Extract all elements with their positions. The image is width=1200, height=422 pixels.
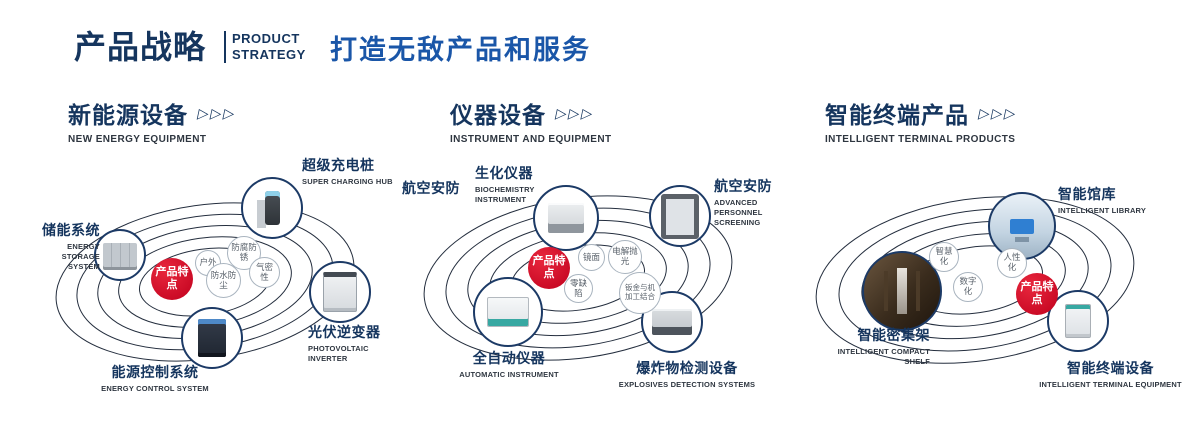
biochemistry-instrument-image: [533, 185, 599, 251]
page-title-en-line1: PRODUCT: [232, 31, 300, 46]
node-label-en: ENERGY CONTROL SYSTEM: [101, 384, 209, 393]
feature-bubble: 智慧化: [929, 242, 959, 272]
feature-bubble: 气密性: [249, 257, 280, 288]
feature-bubble: 钣金与机加工结合: [619, 272, 661, 314]
node-label-en: PHOTOVOLTAIC INVERTER: [308, 344, 369, 363]
feature-bubble: 数字化: [953, 272, 983, 302]
product-features-badge: 产品特点: [1016, 273, 1058, 315]
section-subtitle: INTELLIGENT TERMINAL PRODUCTS: [825, 134, 1016, 145]
new-energy-diagram: 储能系统 ENERGY STORAGE SYSTEM 超级充电桩 SUPER C…: [30, 150, 410, 422]
section-header-new-energy: 新能源设备 ▷▷▷ NEW ENERGY EQUIPMENT: [68, 96, 239, 145]
node-label-zh: 爆炸物检测设备: [636, 360, 738, 376]
section-header-instruments: 仪器设备 ▷▷▷ INSTRUMENT AND EQUIPMENT: [450, 96, 611, 145]
node-label-en: SUPER CHARGING HUB: [302, 177, 393, 186]
node-label-biochemistry: 生化仪器 BIOCHEMISTRY INSTRUMENT: [475, 163, 570, 205]
node-label-en: ENERGY STORAGE SYSTEM: [61, 242, 100, 271]
node-label-zh: 智能终端设备: [1067, 360, 1154, 376]
automatic-instrument-image: [473, 277, 543, 347]
node-label-super-charging-hub: 超级充电桩 SUPER CHARGING HUB: [302, 155, 407, 187]
node-label-zh: 智能馆库: [1058, 186, 1116, 202]
photovoltaic-inverter-image: [309, 261, 371, 323]
node-label-zh: 航空安防: [714, 178, 772, 194]
node-label-zh: 光伏逆变器: [308, 324, 381, 340]
node-label-personnel-screening: 航空安防 ADVANCED PERSONNEL SCREENING: [714, 176, 800, 227]
section-title: 仪器设备: [450, 102, 546, 128]
intelligent-library-image: [988, 192, 1056, 260]
energy-control-system-image: [181, 307, 243, 369]
node-label-intelligent-terminal: 智能终端设备 INTELLIGENT TERMINAL EQUIPMENT: [1028, 358, 1193, 390]
node-label-en: INTELLIGENT LIBRARY: [1058, 206, 1147, 215]
section-title: 智能终端产品: [825, 102, 969, 128]
node-label-zh: 智能密集架: [857, 327, 930, 343]
node-label-en: INTELLIGENT COMPACT SHELF: [837, 347, 930, 366]
personnel-screening-image: [649, 185, 711, 247]
feature-bubble: 镜面: [578, 244, 605, 271]
product-features-badge: 产品特点: [528, 247, 570, 289]
section-title: 新能源设备: [68, 102, 188, 128]
triple-arrow-icon: ▷▷▷: [196, 104, 239, 121]
page-title: 产品战略: [74, 29, 207, 65]
section-header-intelligent-terminal: 智能终端产品 ▷▷▷ INTELLIGENT TERMINAL PRODUCTS: [825, 96, 1020, 145]
page-title-en-line2: STRATEGY: [232, 46, 306, 62]
super-charging-hub-image: [241, 177, 303, 239]
node-label-automatic-instrument: 全自动仪器 AUTOMATIC INSTRUMENT: [450, 348, 568, 380]
feature-bubble: 防腐防锈: [227, 236, 261, 270]
feature-bubble: 人性化: [997, 248, 1027, 278]
tagline: 打造无敌产品和服务: [330, 35, 591, 65]
node-label-en: BIOCHEMISTRY INSTRUMENT: [475, 185, 535, 204]
node-label-zh: 航空安防: [402, 180, 460, 196]
node-label-energy-storage: 储能系统 ENERGY STORAGE SYSTEM: [30, 220, 100, 271]
product-features-badge: 产品特点: [151, 258, 193, 300]
node-label-zh: 超级充电桩: [302, 157, 375, 173]
section-subtitle: NEW ENERGY EQUIPMENT: [68, 134, 207, 145]
feature-bubble: 零缺陷: [564, 274, 593, 303]
triple-arrow-icon: ▷▷▷: [977, 104, 1020, 121]
triple-arrow-icon: ▷▷▷: [554, 104, 597, 121]
node-label-zh: 全自动仪器: [472, 350, 546, 366]
node-label-en: AUTOMATIC INSTRUMENT: [459, 370, 559, 379]
node-label-compact-shelf: 智能密集架 INTELLIGENT COMPACT SHELF: [818, 325, 930, 367]
feature-bubble: 防水防尘: [206, 263, 241, 298]
node-label-zh: 储能系统: [42, 222, 100, 238]
node-label-energy-control-system: 能源控制系统 ENERGY CONTROL SYSTEM: [85, 362, 225, 394]
node-label-explosives-detection: 爆炸物检测设备 EXPLOSIVES DETECTION SYSTEMS: [612, 358, 762, 390]
section-subtitle: INSTRUMENT AND EQUIPMENT: [450, 134, 612, 145]
node-label-en: ADVANCED PERSONNEL SCREENING: [714, 198, 763, 227]
node-label-en: EXPLOSIVES DETECTION SYSTEMS: [618, 380, 756, 389]
instruments-diagram: 生化仪器 BIOCHEMISTRY INSTRUMENT 航空安防 航空安防 A…: [400, 150, 800, 422]
node-label-zh: 能源控制系统: [111, 364, 199, 380]
intelligent-compact-shelf-image: [862, 251, 942, 331]
node-label-zh: 生化仪器: [475, 165, 533, 181]
aviation-security-label: 航空安防: [402, 178, 472, 198]
node-label-en: INTELLIGENT TERMINAL EQUIPMENT: [1039, 380, 1182, 389]
node-label-intelligent-library: 智能馆库 INTELLIGENT LIBRARY: [1058, 184, 1178, 216]
page-title-english: PRODUCT STRATEGY: [232, 31, 306, 62]
energy-storage-image: [94, 229, 146, 281]
intelligent-terminal-image: [1047, 290, 1109, 352]
title-divider: [224, 31, 226, 63]
intelligent-terminal-diagram: 智能馆库 INTELLIGENT LIBRARY 智能密集架 INTELLIGE…: [810, 150, 1200, 422]
node-label-photovoltaic-inverter: 光伏逆变器 PHOTOVOLTAIC INVERTER: [308, 322, 408, 364]
feature-bubble: 电解抛光: [608, 240, 642, 274]
